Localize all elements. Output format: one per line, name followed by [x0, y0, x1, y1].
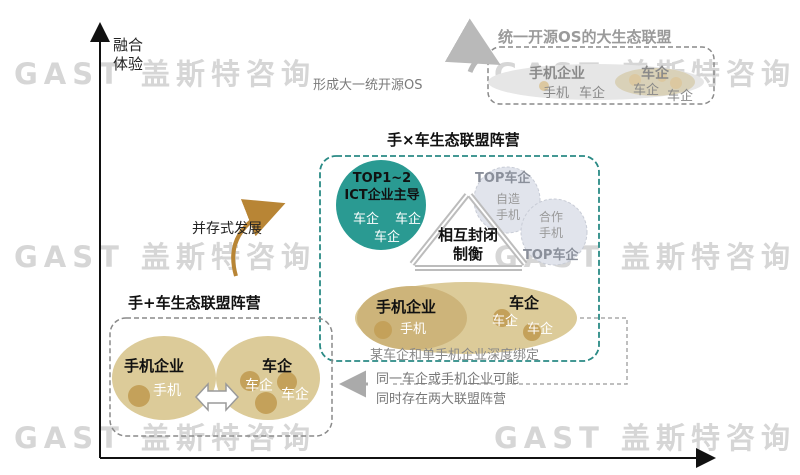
cooperate-label: 合作 手机 — [539, 210, 564, 240]
coexist-label: 并存式发展 — [192, 221, 262, 237]
note-bracket — [390, 317, 628, 385]
dot — [277, 372, 297, 392]
dot — [539, 81, 549, 91]
dot — [523, 323, 541, 341]
top-car2-label: TOP车企 — [523, 248, 579, 263]
big-alliance-title: 统一开源OS的大生态联盟 — [498, 28, 672, 46]
big-alliance-phone: 手机 — [543, 86, 570, 101]
plus-car-company: 车企 — [262, 357, 293, 375]
dot — [128, 385, 150, 407]
big-alliance-car: 车企 — [633, 83, 660, 98]
dot — [255, 392, 277, 414]
dot — [374, 321, 392, 339]
top12-car: 车企 — [353, 212, 380, 227]
dot — [493, 309, 511, 327]
plus-phone: 手机 — [153, 383, 181, 399]
deep-bind-label: 某车企和单手机企业深度绑定 — [370, 348, 540, 363]
top12-car: 车企 — [374, 230, 401, 245]
times-car-company: 车企 — [509, 294, 540, 312]
times-camp-box — [319, 155, 600, 362]
plus-phone-company: 手机企业 — [124, 357, 185, 375]
plus-car-ellipse — [216, 336, 320, 420]
watermark: GAST 盖斯特咨询 — [14, 57, 317, 91]
times-car: 车企 — [492, 314, 519, 329]
watermark: GAST 盖斯特咨询 — [14, 421, 317, 455]
double-arrow-icon — [194, 382, 240, 412]
coexist-arrow — [231, 199, 286, 277]
cooperate-circle — [520, 198, 588, 266]
times-car: 车企 — [527, 322, 554, 337]
top-car-label: TOP车企 — [475, 171, 531, 186]
self-made-label: 自造 手机 — [496, 192, 521, 222]
form-unified-os-label: 形成大一统开源OS — [313, 78, 423, 93]
unify-arrow — [444, 18, 501, 74]
mutual-closed-label: 相互封闭 制衡 — [437, 226, 498, 263]
note-label: 同一车企或手机企业可能 同时存在两大联盟阵营 — [376, 372, 520, 407]
top12-circle — [336, 160, 426, 250]
watermark: GAST 盖斯特咨询 — [14, 240, 317, 274]
times-camp-title: 手×车生态联盟阵营 — [387, 131, 520, 149]
dot — [670, 77, 682, 89]
times-phone-company: 手机企业 — [376, 298, 437, 316]
big-alliance-car: 车企 — [667, 89, 694, 104]
plus-camp-box — [109, 317, 333, 437]
times-phone: 手机 — [400, 322, 427, 337]
big-alliance-car-company: 车企 — [641, 66, 669, 82]
dot — [240, 371, 260, 391]
dot — [629, 74, 641, 86]
big-alliance-car: 车企 — [579, 86, 606, 101]
plus-car: 车企 — [245, 378, 273, 394]
top12-label: TOP1~2 ICT企业主导 — [344, 171, 420, 203]
watermark: GAST 盖斯特咨询 — [494, 421, 797, 455]
plus-camp-title: 手+车生态联盟阵营 — [128, 294, 261, 312]
plus-phone-ellipse — [112, 336, 216, 420]
top12-car: 车企 — [395, 212, 422, 227]
plus-car: 车企 — [281, 387, 309, 403]
big-alliance-phone-company: 手机企业 — [529, 66, 585, 82]
y-axis-label: 融合 体验 — [113, 36, 144, 73]
dot — [657, 72, 667, 82]
big-alliance-box — [487, 46, 715, 105]
